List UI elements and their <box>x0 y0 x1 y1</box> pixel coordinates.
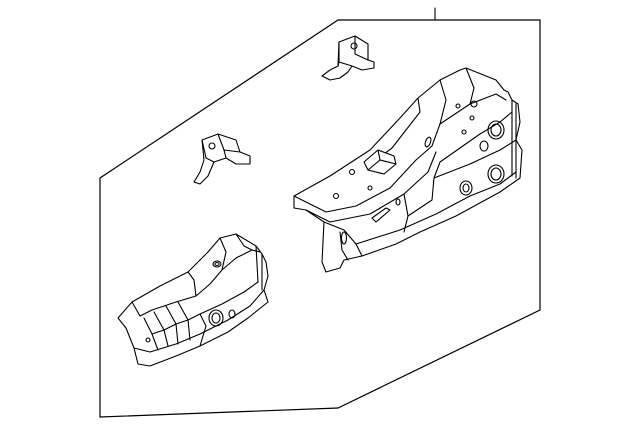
small-bracket-upper <box>321 35 375 81</box>
small-bracket-lower <box>193 133 251 185</box>
front-side-member-extension <box>117 233 269 367</box>
main-side-member <box>293 67 523 273</box>
